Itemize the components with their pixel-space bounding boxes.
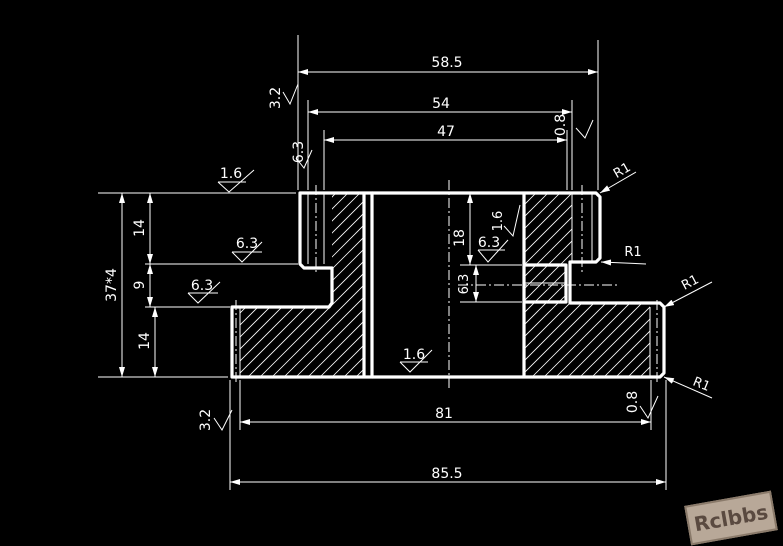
hatch-line [524, 193, 573, 377]
radius-r1-top: R1 [599, 160, 637, 194]
svg-text:3.2: 3.2 [198, 409, 214, 431]
radius-r1-bottom: R1 [663, 375, 713, 399]
roughness-3-2-bottom: 3.2 [198, 409, 233, 431]
svg-text:6.3: 6.3 [191, 278, 213, 294]
hatch-line [240, 193, 364, 377]
roughness-6-3-slot: 6.3 [477, 235, 509, 263]
dim-85-5: 85.5 [431, 466, 462, 482]
svg-text:6.3: 6.3 [478, 235, 500, 251]
svg-text:3.2: 3.2 [268, 87, 284, 109]
dim-37x4: 37*4 [104, 268, 120, 302]
roughness-3-2-top: 3.2 [268, 83, 299, 109]
dim-58-5: 58.5 [431, 55, 462, 71]
svg-text:R1: R1 [679, 272, 701, 293]
hatch-line [247, 193, 364, 377]
roughness-1-6-flange: 1.6 [217, 166, 255, 193]
hatch-line [591, 193, 650, 377]
svg-text:R1: R1 [611, 160, 633, 182]
roughness-6-3-lower: 6.3 [187, 278, 221, 304]
dim-14-upper: 14 [132, 219, 148, 237]
hatch-line [240, 193, 364, 377]
dim-47: 47 [437, 124, 455, 140]
dimension-texts: 58.5 54 47 81 85.5 37*4 14 9 14 18 6.3 [104, 55, 472, 482]
hatch-line [567, 193, 650, 377]
dim-9: 9 [132, 281, 148, 290]
roughness-0-8-upper: 0.8 [553, 114, 594, 139]
hatch-line [271, 193, 364, 377]
roughness-1-6-slot: 1.6 [491, 204, 521, 238]
radius-r1-mid: R1 [600, 245, 647, 266]
hatch-line [579, 193, 650, 377]
roughness-symbols: 3.2 6.3 0.8 1.6 6.3 6.3 1.6 [187, 83, 659, 431]
svg-text:6.3: 6.3 [291, 141, 307, 163]
hatch-line [240, 193, 253, 377]
hatch-line [295, 193, 364, 377]
hatch-line [307, 193, 364, 377]
radius-r1-right: R1 [663, 272, 713, 308]
svg-text:R1: R1 [624, 245, 641, 260]
svg-text:1.6: 1.6 [220, 166, 242, 182]
hatch-line [240, 193, 364, 377]
hatch-line [319, 193, 364, 377]
roughness-1-6-bore: 1.6 [399, 347, 433, 373]
dim-14-lower: 14 [137, 332, 153, 350]
hatch-line [615, 193, 650, 377]
svg-text:1.6: 1.6 [403, 347, 425, 363]
dim-54: 54 [432, 96, 450, 112]
hatch-line [555, 193, 650, 377]
hatch-line [524, 193, 561, 377]
dimension-lines [119, 69, 666, 485]
svg-text:6.3: 6.3 [236, 236, 258, 252]
dim-6-3-slot: 6.3 [457, 274, 472, 295]
center-lines [235, 180, 658, 390]
roughness-6-3-step: 6.3 [231, 236, 263, 263]
hatch-line [652, 193, 783, 377]
hatch-line [283, 193, 364, 377]
hatch-line [524, 193, 585, 377]
radius-leaders: R1 R1 R1 R1 [599, 160, 713, 399]
roughness-6-3-upper: 6.3 [291, 141, 313, 169]
svg-text:0.8: 0.8 [625, 391, 641, 413]
dim-18: 18 [452, 229, 468, 247]
svg-text:1.6: 1.6 [491, 211, 506, 232]
hatch-line [259, 193, 364, 377]
hatch-line [603, 193, 650, 377]
roughness-0-8-bottom: 0.8 [625, 391, 659, 420]
hatch-line [639, 193, 650, 377]
hatch-line [524, 193, 597, 377]
dim-81: 81 [435, 406, 453, 422]
hatch-line [240, 193, 364, 377]
svg-text:0.8: 0.8 [553, 114, 569, 136]
part-outline [230, 191, 666, 379]
hatch-line [240, 193, 313, 377]
svg-text:R1: R1 [690, 375, 712, 395]
